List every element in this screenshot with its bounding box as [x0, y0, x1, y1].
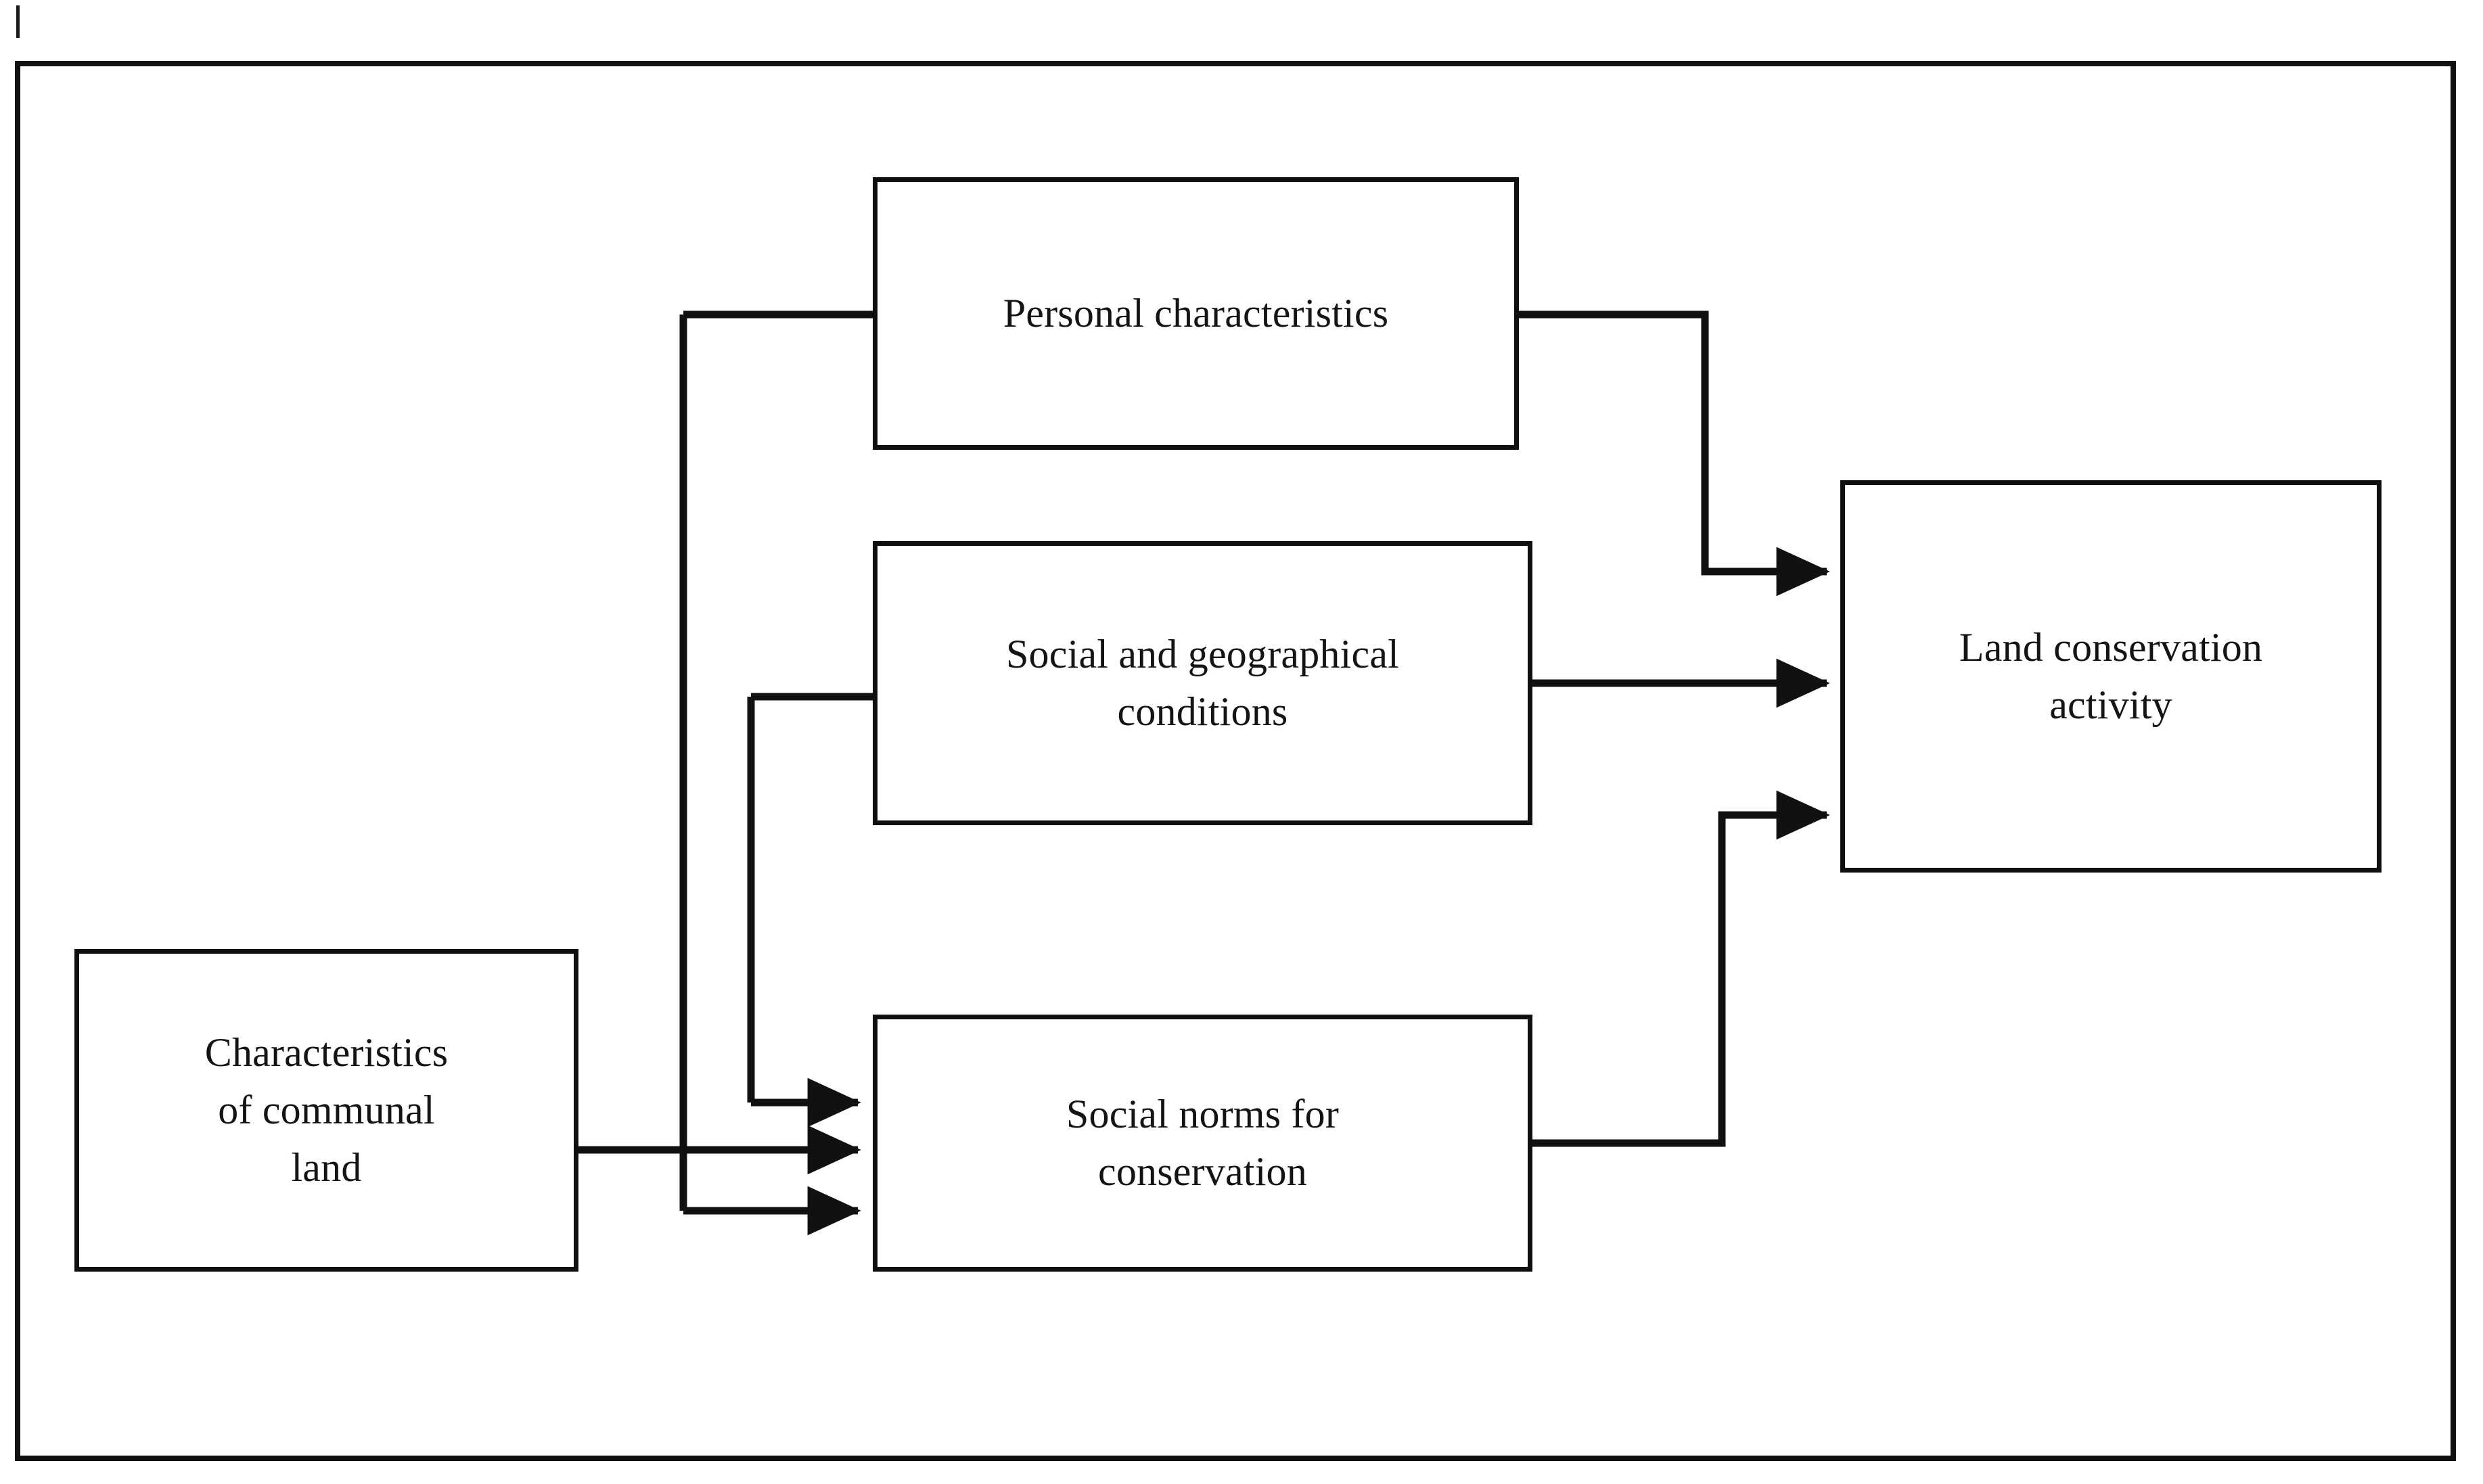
node-social-norms-for-conservation-label: Social norms for conservation [1066, 1091, 1340, 1194]
node-social-and-geographical-conditions-label: Social and geographical conditions [1005, 631, 1400, 734]
corner-tick-mark [16, 5, 20, 38]
node-social-norms-for-conservation[interactable]: Social norms for conservation [873, 1015, 1532, 1272]
node-personal-characteristics-label: Personal characteristics [1003, 290, 1389, 335]
node-personal-characteristics[interactable]: Personal characteristics [873, 177, 1519, 450]
node-social-and-geographical-conditions[interactable]: Social and geographical conditions [873, 541, 1532, 825]
node-land-conservation-activity-label: Land conservation activity [1959, 624, 2263, 727]
node-characteristics-of-communal-land-label: Characteristics of communal land [204, 1029, 449, 1190]
node-land-conservation-activity[interactable]: Land conservation activity [1840, 480, 2382, 873]
node-characteristics-of-communal-land[interactable]: Characteristics of communal land [74, 949, 578, 1272]
